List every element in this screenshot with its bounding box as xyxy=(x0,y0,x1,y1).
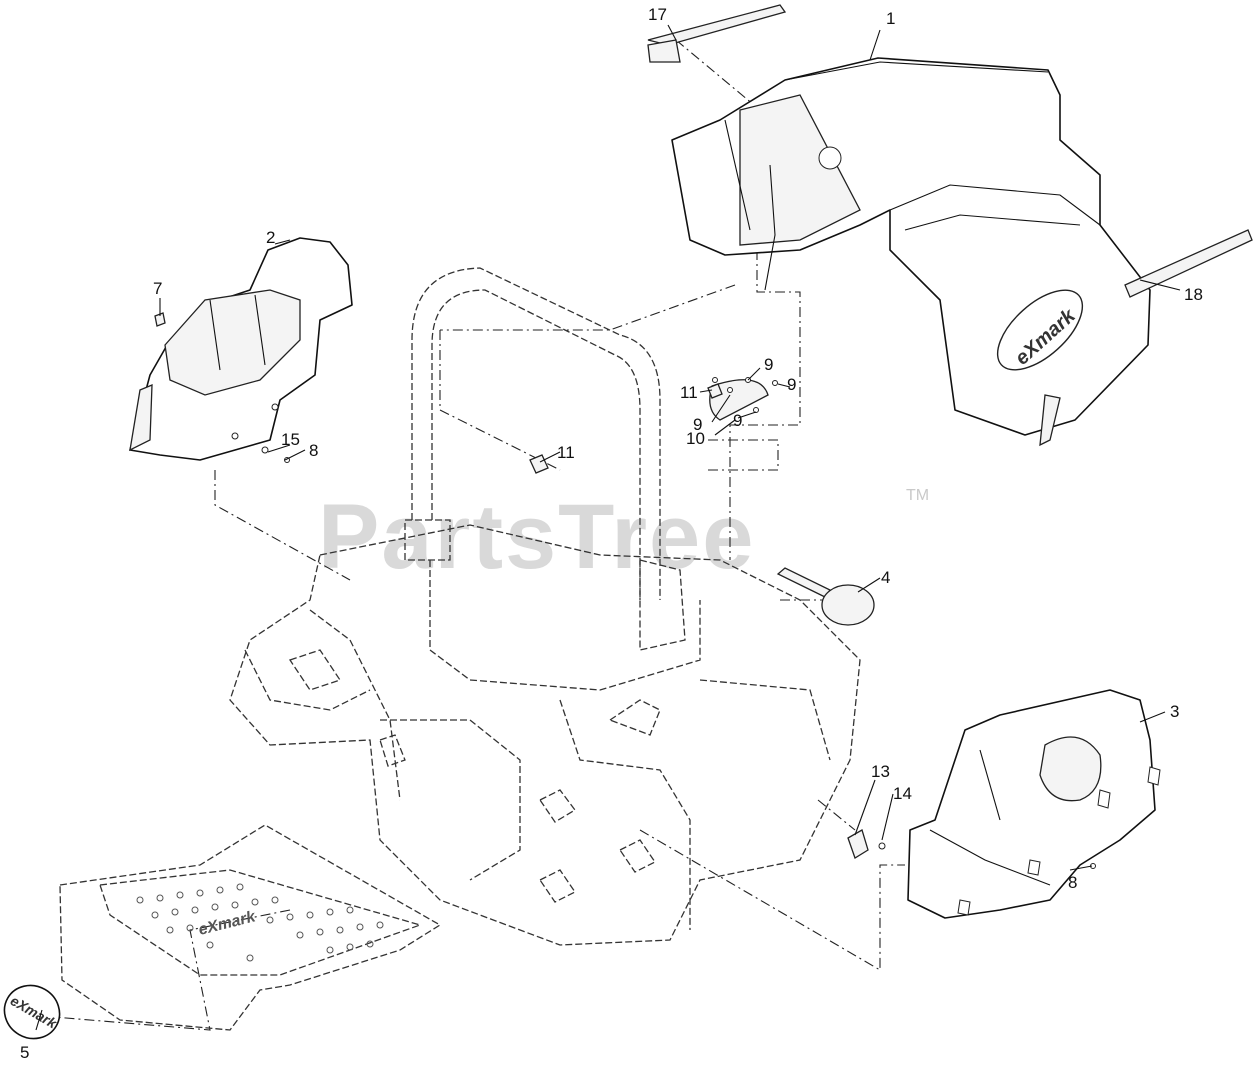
callout-11-lower: 11 xyxy=(557,443,575,462)
plate-logo: eXmark xyxy=(197,908,258,939)
foot-plate: eXmark xyxy=(59,824,442,1031)
washer-9-b xyxy=(727,387,733,393)
decal-strip-top xyxy=(647,4,787,63)
callout-8-left: 8 xyxy=(309,441,318,460)
callout-14: 14 xyxy=(893,784,912,803)
callout-1: 1 xyxy=(886,9,895,28)
watermark-trademark: TM xyxy=(906,487,929,504)
callout-15: 15 xyxy=(281,430,300,449)
callout-11-upper: 11 xyxy=(680,383,698,402)
callout-9-b: 9 xyxy=(787,375,796,394)
watermark: PartsTree TM xyxy=(318,486,929,588)
callout-5: 5 xyxy=(20,1043,29,1062)
callout-13: 13 xyxy=(871,762,890,781)
callouts: 1 2 3 4 5 7 8 8 9 9 9 9 10 11 11 13 14 1… xyxy=(20,5,1203,1062)
side-decal xyxy=(1124,229,1253,298)
callout-pointers xyxy=(35,24,1181,1031)
rear-hood: eXmark xyxy=(671,57,1151,447)
callout-4: 4 xyxy=(881,568,890,587)
washer-9-d xyxy=(772,380,778,386)
callout-7: 7 xyxy=(153,279,162,298)
clip-11-lower xyxy=(529,454,549,474)
washer-9-a xyxy=(712,377,718,383)
lever-knob xyxy=(776,567,875,626)
foot-plate-holes xyxy=(136,883,384,962)
callout-8-right: 8 xyxy=(1068,873,1077,892)
watermark-text: PartsTree xyxy=(318,486,755,588)
left-side-cover xyxy=(129,237,353,461)
clip-11-upper xyxy=(707,383,723,399)
callout-10: 10 xyxy=(686,429,705,448)
washer-9-e xyxy=(753,407,759,413)
callout-17: 17 xyxy=(648,5,667,24)
bracket-13 xyxy=(847,829,869,859)
callout-9-d: 9 xyxy=(733,411,742,430)
roll-bar xyxy=(404,267,686,651)
link-10 xyxy=(709,379,769,421)
emblem-badge: eXmark xyxy=(3,984,61,1040)
washer-15 xyxy=(261,446,269,454)
callout-9-c: 9 xyxy=(693,415,702,434)
mower-frame xyxy=(229,524,861,946)
callout-9-a: 9 xyxy=(764,355,773,374)
screw-14 xyxy=(878,842,886,850)
callout-18: 18 xyxy=(1184,285,1203,304)
callout-2: 2 xyxy=(266,228,275,247)
right-side-cover xyxy=(907,689,1161,919)
hardware xyxy=(154,312,1096,869)
callout-3: 3 xyxy=(1170,702,1179,721)
